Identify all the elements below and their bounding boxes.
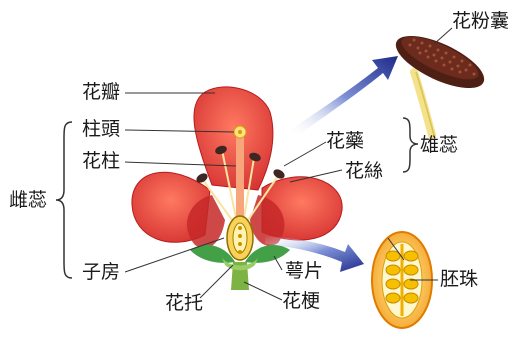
style xyxy=(236,135,244,222)
blue-arrow-icon xyxy=(290,56,398,136)
label-filament: 花絲 xyxy=(345,162,383,181)
label-stigma: 柱頭 xyxy=(82,120,120,139)
leader-pollen-sac xyxy=(434,28,452,44)
label-pollen-sac: 花粉囊 xyxy=(452,12,509,31)
label-anther: 花藥 xyxy=(326,132,364,151)
label-ovary: 子房 xyxy=(82,263,120,282)
label-ovule: 胚珠 xyxy=(440,270,478,289)
pistil-brace xyxy=(56,122,72,278)
label-stamen: 雄蕊 xyxy=(420,136,458,155)
leader-anther xyxy=(284,142,326,166)
label-style: 花柱 xyxy=(82,152,120,171)
label-pistil: 雌蕊 xyxy=(9,191,47,210)
leader-receptacle xyxy=(200,265,233,298)
stamen-brace xyxy=(403,118,418,172)
label-pedicel: 花梗 xyxy=(282,292,320,311)
leader-pedicel xyxy=(244,282,282,300)
label-receptacle: 花托 xyxy=(165,294,203,313)
label-sepal: 萼片 xyxy=(285,262,323,281)
label-petal: 花瓣 xyxy=(82,83,120,102)
